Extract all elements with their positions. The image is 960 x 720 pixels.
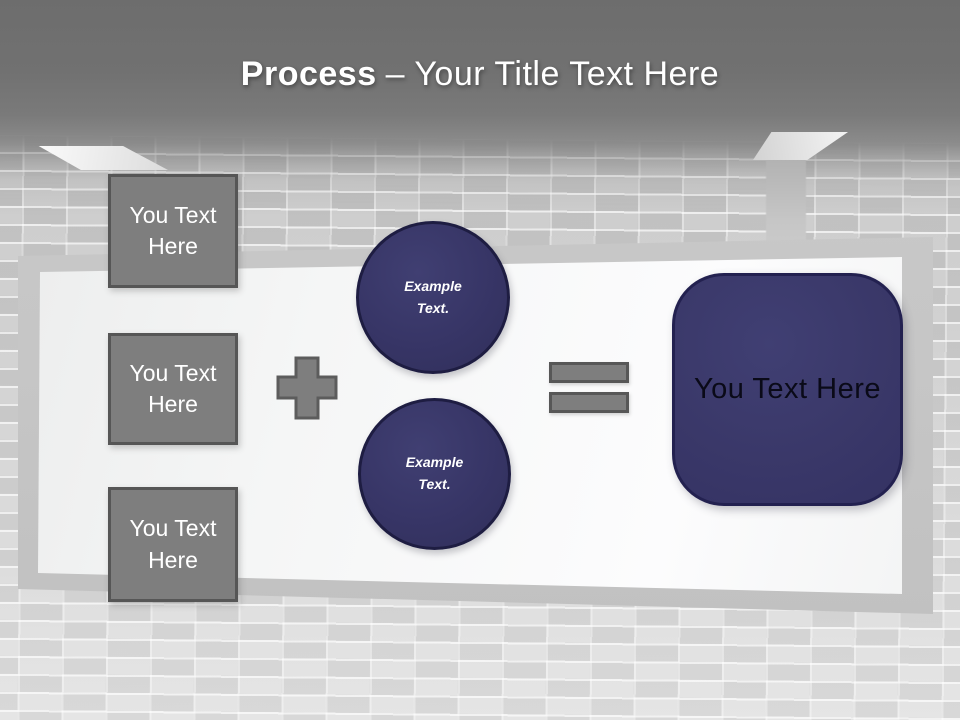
equals-icon <box>549 362 629 413</box>
input-box-3: You Text Here <box>108 487 238 602</box>
slide-title: Process– Your Title Text Here <box>0 54 960 95</box>
ceiling-column <box>766 152 806 256</box>
input-box-1: You Text Here <box>108 174 238 288</box>
result-box: You Text Here <box>672 273 903 506</box>
equals-bar-bottom <box>549 392 629 413</box>
example-circle-1: Example Text. <box>356 221 510 374</box>
slide-title-keyword: Process <box>240 55 377 93</box>
slide-title-subtitle: – Your Title Text Here <box>385 55 720 93</box>
input-box-1-label: You Text Here <box>129 201 217 259</box>
example-circle-2-label: Example Text. <box>405 454 464 492</box>
example-circle-1-label: Example Text. <box>404 277 462 316</box>
input-box-2-label: You Text Here <box>129 359 217 417</box>
input-box-2: You Text Here <box>108 333 238 445</box>
input-box-3-label: You Text Here <box>129 515 217 573</box>
result-box-label: You Text Here <box>693 373 882 405</box>
equals-bar-top <box>549 362 629 383</box>
example-circle-2: Example Text. <box>358 398 511 550</box>
plus-icon <box>276 356 338 420</box>
